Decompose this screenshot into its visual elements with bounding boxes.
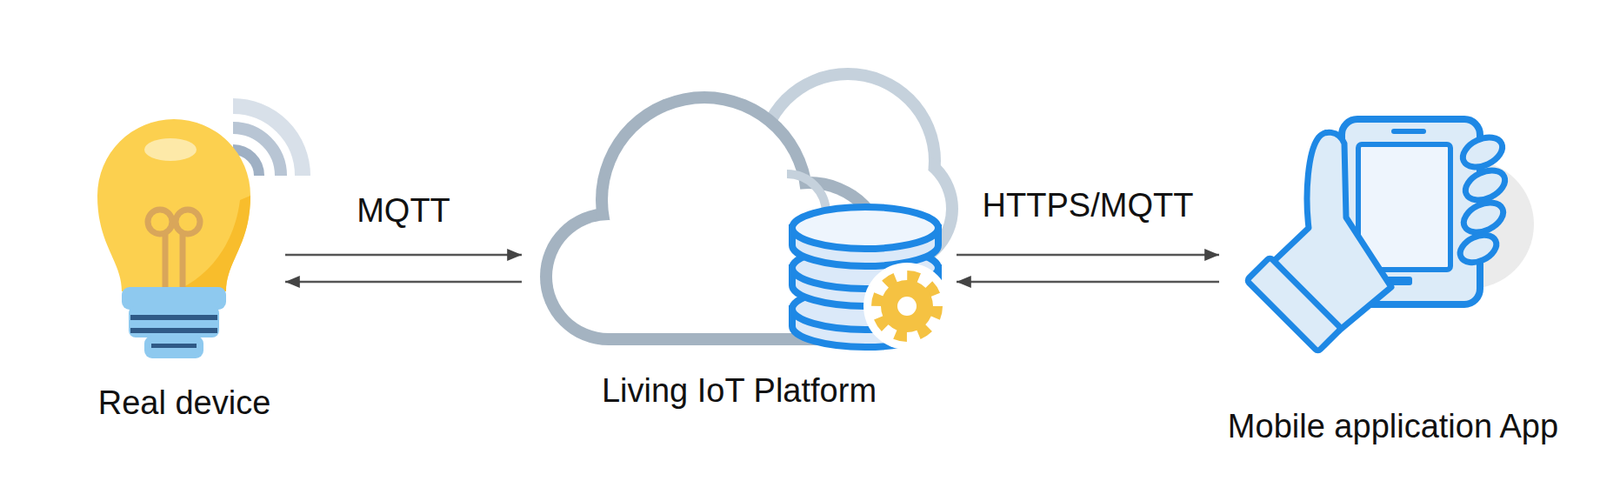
arrow-connector [285,280,522,284]
node-caption: Real device [98,379,272,427]
node-caption: Living IoT Platform [601,366,877,415]
protocol-label: HTTPS/MQTT [977,186,1200,227]
app-node: Mobile application App [1219,95,1567,453]
protocol-label: MQTT [351,191,456,232]
light-bulb [97,119,251,359]
arrow-connector [956,253,1220,257]
arrow-connector [956,280,1220,284]
node-caption: Mobile application App [1227,402,1559,451]
platform-node: Living IoT Platform [521,52,957,418]
database-icon [792,206,939,347]
gear-icon [863,262,951,350]
device-node: Real device [83,82,286,431]
phone-icon [1246,119,1534,352]
arrow-connector [285,253,522,257]
